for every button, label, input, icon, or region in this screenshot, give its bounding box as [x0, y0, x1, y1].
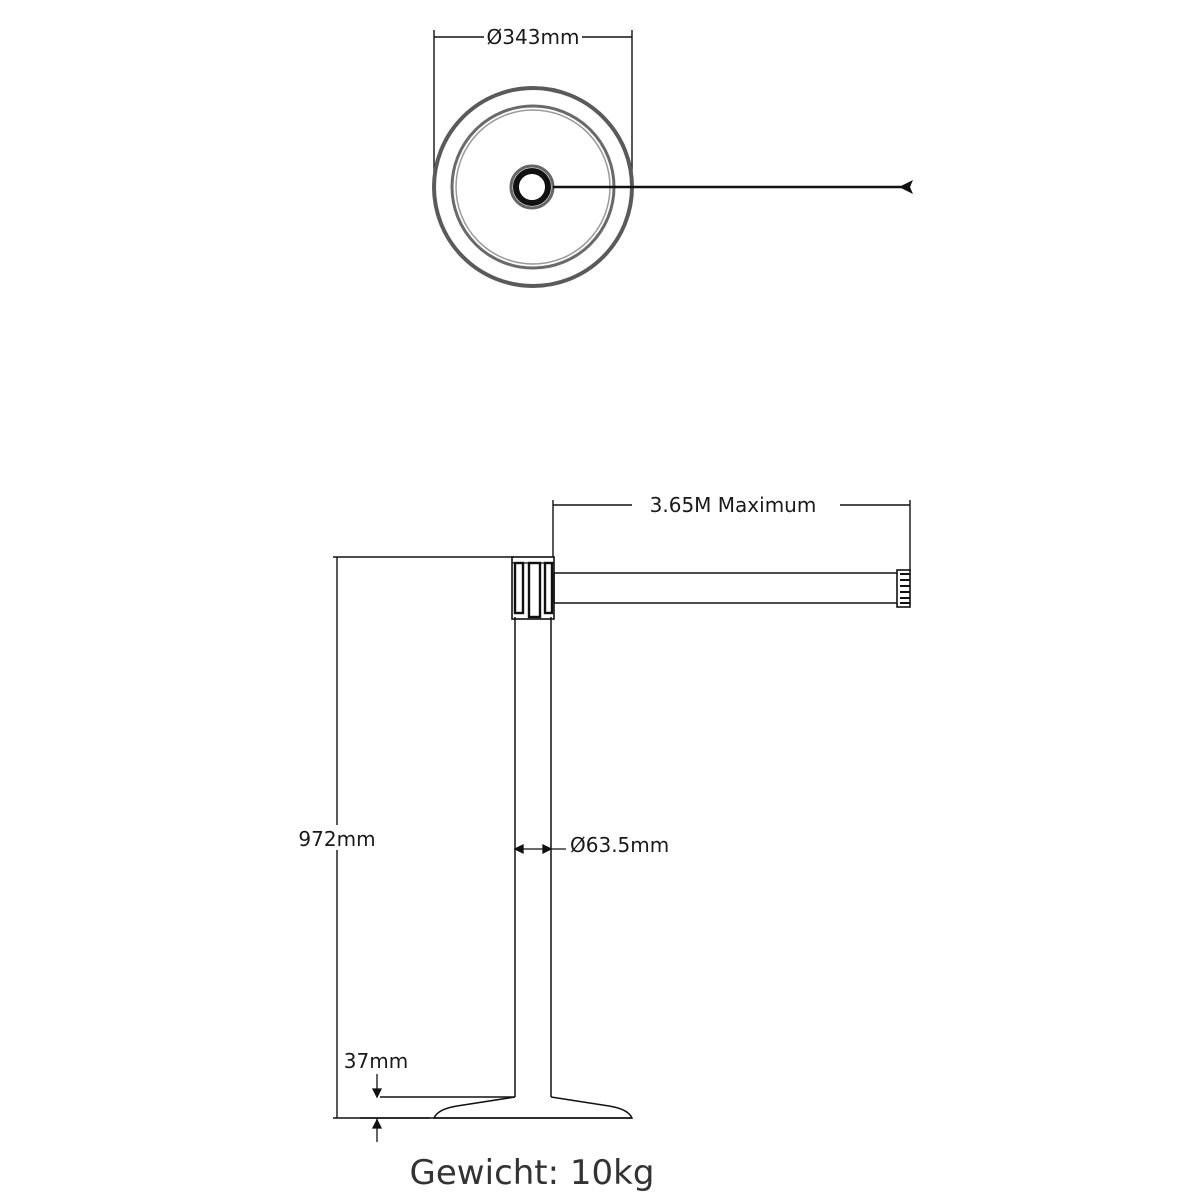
post-head-outline — [511, 556, 555, 620]
post-head — [511, 556, 555, 620]
belt-length-label: 3.65M Maximum — [650, 493, 817, 517]
side-view: 3.65M Maximum 972mm — [298, 493, 911, 1142]
post-diameter-dimension — [513, 843, 566, 855]
belt-length-dimension — [552, 500, 911, 570]
post-head-slot-right — [527, 561, 542, 619]
post-head-slot-edge — [543, 561, 554, 615]
arrow-left-icon — [513, 843, 524, 855]
post-column — [514, 617, 552, 1097]
arrow-down-icon — [371, 1088, 383, 1099]
base — [360, 1096, 634, 1119]
belt-end-clip — [896, 569, 911, 608]
arrow-up-icon — [371, 1118, 383, 1129]
base-height-label: 37mm — [344, 1049, 408, 1073]
post-head-slot-left — [513, 561, 525, 615]
base-height-dimension — [371, 1074, 383, 1142]
belt-end-clip-icon — [899, 180, 913, 194]
top-view: Ø343mm — [432, 25, 913, 288]
post-diameter-label: Ø63.5mm — [570, 833, 669, 857]
weight-label: Gewicht: 10kg — [410, 1153, 655, 1193]
height-label: 972mm — [298, 827, 375, 851]
base-diameter-label: Ø343mm — [487, 25, 580, 49]
extended-belt — [553, 572, 897, 604]
post-top-ring — [513, 168, 551, 206]
belt-end-clip-body — [896, 569, 911, 608]
arrow-right-icon — [542, 843, 553, 855]
base-outline — [432, 1096, 634, 1119]
base-diameter-dimension — [433, 30, 633, 180]
